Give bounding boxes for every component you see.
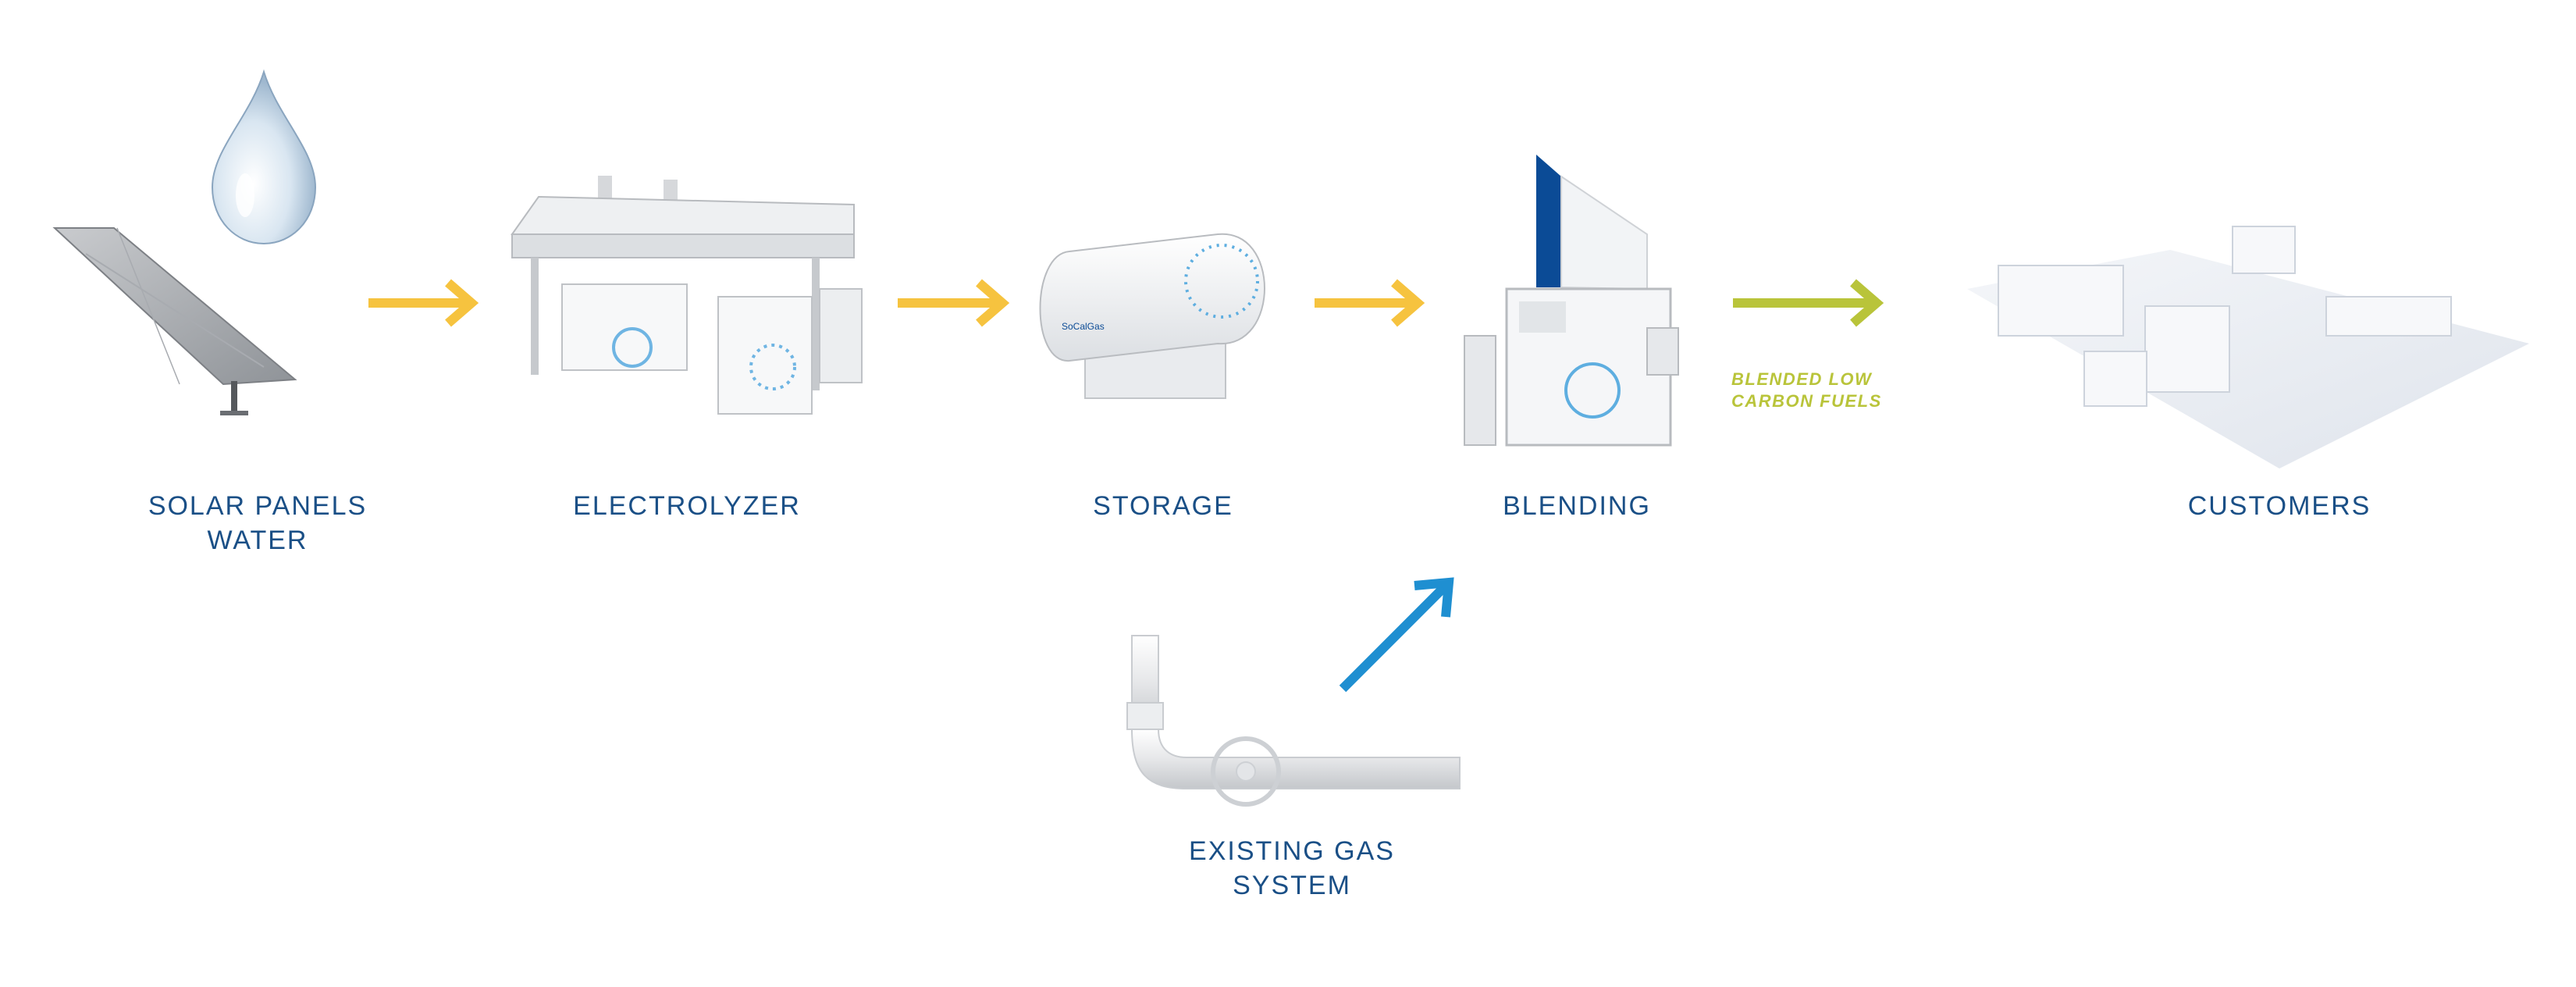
stage-label-blending-line1: BLENDING: [1503, 491, 1651, 521]
solar-panel-icon: [52, 227, 297, 415]
stage-label-solar: SOLAR PANELS WATER: [133, 489, 382, 558]
stage-label-gas-line2: SYSTEM: [1233, 871, 1351, 900]
stage-label-blending: BLENDING: [1452, 489, 1702, 523]
stage-label-solar-line2: WATER: [207, 526, 308, 555]
arrow-electrolyzer-to-storage: [898, 279, 1010, 327]
arrow-blending-to-customers: [1733, 279, 1884, 327]
arrow-solar-to-electrolyzer: [368, 279, 479, 327]
blended-fuels-note: BLENDED LOW CARBON FUELS: [1731, 369, 1934, 412]
stage-label-electrolyzer-line1: ELECTROLYZER: [573, 491, 801, 521]
arrow-storage-to-blending: [1315, 279, 1425, 327]
storage-tank-icon: SoCalGas: [1039, 233, 1265, 399]
stage-label-electrolyzer: ELECTROLYZER: [562, 489, 812, 523]
electrolyzer-icon: [511, 176, 863, 415]
stage-label-customers: CUSTOMERS: [2147, 489, 2412, 523]
stage-label-solar-line1: SOLAR PANELS: [148, 491, 368, 521]
gas-pipe-icon: [1126, 635, 1461, 807]
blended-fuels-line1: BLENDED LOW: [1731, 369, 1873, 389]
tank-logo-text: SoCalGas: [1062, 321, 1105, 332]
stage-label-storage: STORAGE: [1038, 489, 1288, 523]
arrow-gas-to-blending: [1339, 577, 1454, 693]
blended-fuels-line2: CARBON FUELS: [1731, 391, 1882, 411]
city-blocks-icon: [1967, 226, 2529, 469]
stage-label-storage-line1: STORAGE: [1093, 491, 1233, 521]
blending-unit-icon: [1464, 155, 1679, 447]
water-drop-icon: [211, 69, 317, 245]
stage-label-gas-line1: EXISTING GAS: [1189, 836, 1395, 866]
stage-label-customers-line1: CUSTOMERS: [2187, 491, 2371, 521]
stage-label-gas-system: EXISTING GAS SYSTEM: [1155, 834, 1429, 903]
